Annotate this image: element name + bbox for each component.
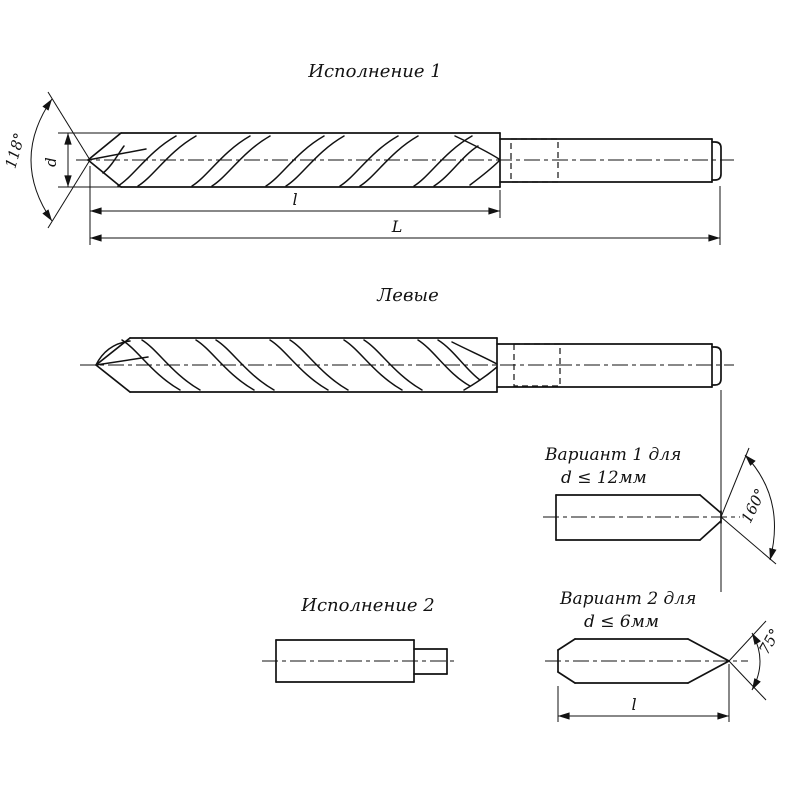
flute-length-label: l — [292, 190, 297, 209]
flute-runout-bottom — [469, 160, 500, 186]
angle-arc — [751, 632, 761, 691]
left-chamfer-bottom — [557, 671, 576, 684]
point-cone-top — [687, 638, 730, 662]
diameter-label: d — [42, 157, 60, 167]
dimension-variant1-angle: 160° — [720, 447, 777, 565]
version1-title: Исполнение 1 — [307, 61, 441, 82]
dimension-variant2-length: l — [557, 664, 730, 722]
shank-end-cap — [711, 346, 722, 386]
tip-angle-label: 118° — [2, 131, 29, 171]
variant2-title-line1: Вариант 2 для — [559, 589, 696, 609]
version2-title: Исполнение 2 — [300, 595, 434, 616]
left-hand-title: Левые — [376, 285, 438, 306]
dimension-variant2-angle: 75° — [728, 620, 784, 701]
angle-leg-upper — [728, 620, 767, 662]
angle-leg-upper — [47, 91, 91, 161]
angle-leg-lower — [728, 660, 767, 701]
flute-helix-curves — [102, 135, 500, 187]
hidden-tang-outline — [510, 138, 559, 183]
angle-arc — [30, 98, 53, 222]
overall-length-label: L — [391, 217, 403, 236]
hidden-tang-outline — [513, 343, 561, 387]
left-chamfer-top — [557, 638, 576, 651]
dimension-flute-length: l — [89, 166, 501, 245]
flute-runout-bottom — [463, 366, 498, 391]
dimension-overall-length: L — [89, 186, 721, 245]
variant1-detail-view: Вариант 1 для d ≤ 12мм 160° — [543, 445, 777, 565]
version2-blank-view: Исполнение 2 — [262, 595, 458, 683]
tip-chisel-edge — [95, 356, 149, 366]
angle-leg-upper — [720, 447, 750, 518]
flute-runout-top — [454, 135, 500, 160]
variant2-detail-view: Вариант 2 для d ≤ 6мм 75° l — [545, 589, 784, 722]
variant2-title-line2: d ≤ 6мм — [584, 612, 659, 632]
variant1-angle-label: 160° — [737, 486, 769, 526]
flute-runout-top — [451, 341, 498, 365]
angle-leg-lower — [47, 159, 91, 229]
variant2-length-label: l — [631, 695, 636, 714]
end-chamfer-bottom — [699, 520, 722, 541]
tip-bottom-lip — [87, 159, 122, 188]
tip-bottom-lip — [95, 364, 131, 393]
tip-chisel-edge — [87, 148, 147, 161]
variant1-title-line1: Вариант 1 для — [544, 445, 681, 465]
flute-helix-curves — [121, 339, 498, 391]
drill-version1-view: Исполнение 1 — [2, 61, 734, 245]
drill-left-hand-view: Левые — [80, 285, 734, 592]
shank-end-cap — [711, 141, 722, 181]
end-chamfer-top — [699, 494, 722, 514]
variant1-title-line2: d ≤ 12мм — [561, 468, 647, 488]
tip-curl — [95, 340, 131, 366]
point-cone-bottom — [687, 660, 730, 684]
tip-top-lip — [87, 132, 122, 161]
angle-arc — [744, 454, 777, 561]
